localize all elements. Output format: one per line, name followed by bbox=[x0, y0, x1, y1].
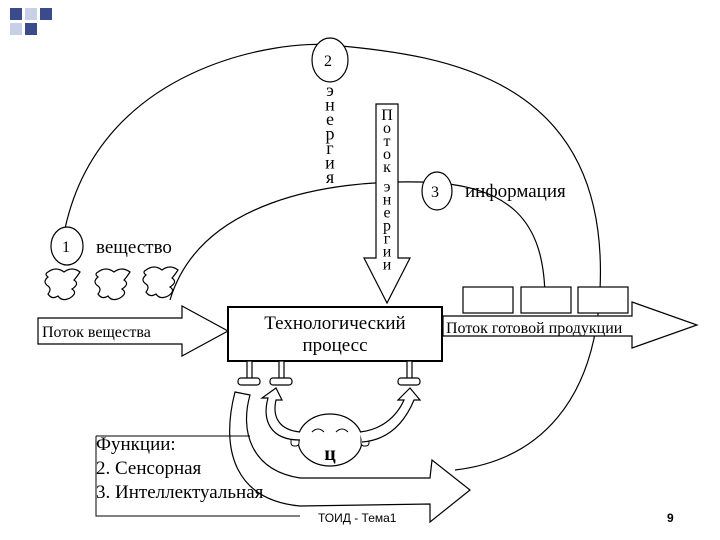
function-item-sensory: 2. Сенсорная bbox=[96, 458, 202, 479]
footer-title: ТОИД - Тема1 bbox=[318, 511, 397, 525]
info-number: 3 bbox=[431, 184, 439, 201]
vertical-letter: и bbox=[383, 257, 392, 274]
vertical-letter: н bbox=[383, 192, 392, 209]
info-label: информация bbox=[465, 181, 566, 202]
vertical-letter: я bbox=[326, 167, 334, 187]
deco-square-2 bbox=[25, 8, 37, 20]
product-box-3 bbox=[577, 286, 629, 314]
deco-square-5 bbox=[25, 23, 37, 35]
vertical-letter: э bbox=[384, 179, 391, 196]
vertical-letter: к bbox=[383, 159, 391, 176]
substance-number: 1 bbox=[62, 239, 70, 256]
vertical-letter: э bbox=[326, 80, 334, 100]
vertical-letter: н bbox=[325, 95, 335, 115]
left-arm bbox=[260, 387, 301, 441]
functions-box-border bbox=[95, 435, 300, 517]
input-flow-label: Поток вещества bbox=[42, 324, 151, 341]
output-flow-label: Поток готовой продукции bbox=[446, 320, 623, 337]
energy-node-circle bbox=[311, 37, 349, 83]
vertical-letter: о bbox=[383, 146, 391, 163]
vertical-letter: П bbox=[381, 107, 393, 124]
substance-blobs bbox=[44, 266, 179, 301]
vertical-letter: е bbox=[383, 205, 390, 222]
function-item-intellectual: 3. Интеллектуальная bbox=[96, 482, 264, 503]
substance-node-circle bbox=[50, 226, 84, 266]
functions-box: Функции: 2. Сенсорная 3. Интеллектуальна… bbox=[96, 433, 301, 515]
vertical-letter: и bbox=[325, 153, 335, 173]
information-node-circle bbox=[421, 171, 453, 211]
vertical-letter: г bbox=[326, 138, 333, 158]
vertical-letter: г bbox=[384, 231, 391, 248]
process-line1: Технологический bbox=[264, 313, 405, 334]
functions-title: Функции: bbox=[96, 434, 176, 455]
page-number: 9 bbox=[667, 511, 674, 525]
deco-square-3 bbox=[40, 8, 52, 20]
deco-square-1 bbox=[10, 8, 22, 20]
process-box bbox=[227, 306, 443, 362]
vertical-letter: р bbox=[326, 124, 335, 144]
information-arc bbox=[169, 181, 546, 301]
vertical-letter: о bbox=[383, 120, 391, 137]
vertical-letter: р bbox=[383, 218, 391, 235]
input-flow-arrow bbox=[37, 304, 230, 358]
product-box-2 bbox=[520, 286, 572, 314]
sensor-pins bbox=[237, 360, 421, 386]
vertical-letter: е bbox=[326, 109, 334, 129]
process-line2: процесс bbox=[302, 335, 367, 356]
substance-label: вещество bbox=[96, 237, 172, 258]
energy-number: 2 bbox=[324, 53, 332, 70]
output-flow-arrow bbox=[442, 301, 699, 349]
energy-flow-arrow bbox=[363, 103, 411, 305]
vertical-letter: и bbox=[383, 244, 392, 261]
product-box-1 bbox=[462, 286, 514, 314]
energy-arc bbox=[61, 43, 601, 471]
deco-square-4 bbox=[10, 23, 22, 35]
right-arm bbox=[359, 387, 422, 443]
human-symbol: ц bbox=[324, 443, 336, 465]
vertical-letter: т bbox=[384, 133, 391, 150]
feedback-arrow bbox=[229, 391, 471, 524]
human-eyes bbox=[311, 428, 349, 433]
